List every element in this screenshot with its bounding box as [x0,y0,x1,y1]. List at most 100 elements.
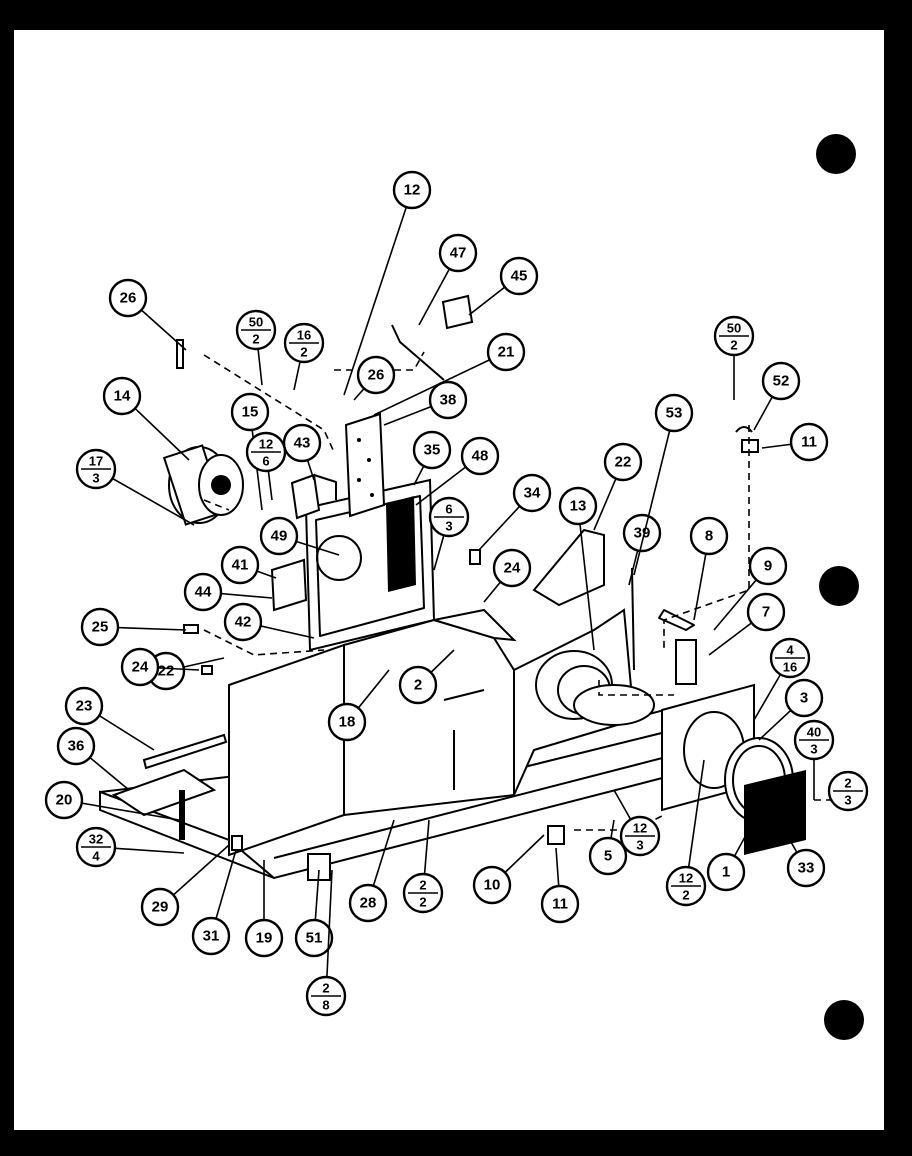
callout-c8: 8 [689,516,729,621]
fraction-top: 12 [679,871,693,886]
callout-label: 23 [76,698,93,715]
callout-circle [327,702,367,742]
callout-c48: 48 [415,436,500,506]
fraction-bottom: 2 [419,895,426,910]
callout-c1: 1 [706,819,755,892]
callout-circle [486,332,526,372]
fraction-callout-f12_2: 122 [665,759,707,907]
callout-circle [706,852,746,892]
callout-label: 42 [235,614,252,631]
fraction-top: 6 [445,502,452,517]
fraction-bottom: 2 [682,888,689,903]
fraction-bottom: 3 [810,742,817,757]
callout-circle [80,607,120,647]
callout-circle [223,602,263,642]
fraction-top: 40 [807,725,821,740]
fraction-top: 2 [419,878,426,893]
fraction-callout-f2_8: 28 [305,869,347,1017]
callout-circle [294,918,334,958]
callout-c39: 39 [622,513,662,586]
callout-circle [460,436,500,476]
binder-hole-bottom [824,1000,864,1040]
callout-c52: 52 [753,361,801,431]
fraction-top: 50 [249,315,263,330]
callout-label: 35 [424,442,441,459]
callout-label: 43 [294,435,311,452]
callout-c53: 53 [633,393,694,576]
callout-label: 47 [450,245,467,262]
callout-c11b: 11 [540,847,580,924]
callout-circle [64,686,104,726]
callout-label: 28 [360,895,377,912]
fraction-callout-f16: 162 [283,322,325,391]
leader-line [633,412,675,576]
callout-label: 34 [524,485,541,502]
callout-circle [761,361,801,401]
callout-label: 10 [484,877,501,894]
page-number: 22 [76,1142,90,1156]
fan-motor [162,444,244,526]
callout-c33: 33 [783,829,826,888]
callout-c3: 3 [758,678,824,741]
callout-label: 24 [504,560,521,577]
callout-label: 53 [666,405,683,422]
fraction-top: 32 [89,832,103,847]
callout-label: 11 [801,434,817,451]
bracket [290,473,337,520]
fraction-callout-f2_2: 22 [402,819,444,914]
callout-circle [348,883,388,923]
callout-circle [558,486,598,526]
callout-c38: 38 [383,380,468,426]
callout-label: 38 [440,392,457,409]
callout-c35: 35 [412,430,452,486]
callout-c25: 25 [80,607,187,647]
coil-block [386,496,416,592]
leader-line [685,759,705,887]
callout-c51: 51 [294,869,334,958]
callout-c34: 34 [478,473,552,551]
callout-c10: 10 [472,834,545,905]
callout-c45: 45 [468,256,539,316]
callout-label: 21 [498,344,515,361]
callout-circle [259,516,299,556]
leader-line [577,505,595,651]
callout-label: 29 [152,899,169,916]
callout-circle [472,865,512,905]
callout-circle [512,473,552,513]
callout-c22a: 22 [593,442,643,531]
callout-c14: 14 [102,376,190,461]
callout-label: 9 [764,558,772,575]
callout-c23: 23 [64,686,155,751]
fraction-bottom: 6 [262,454,269,469]
callout-circle [220,545,260,585]
fraction-top: 2 [322,981,329,996]
callout-label: 13 [570,498,587,515]
binder-hole-middle [819,566,859,606]
callout-circle [230,392,270,432]
callout-label: 48 [472,448,489,465]
blower-wheel [535,650,655,726]
callout-circle [654,393,694,433]
callout-label: 36 [68,738,85,755]
callout-label: 3 [800,690,808,707]
exploded-view-drawing: 1235789101111121314151819202122222324242… [44,134,869,1040]
leader-line [63,799,180,821]
fraction-callout-f2_3: 23 [827,770,869,812]
callout-c47: 47 [418,233,478,326]
callout-label: 15 [242,404,259,421]
grille [744,770,806,855]
callout-label: 22 [615,454,632,471]
insulation-pad [270,558,308,612]
fraction-bottom: 2 [252,332,259,347]
callout-label: 18 [339,714,356,731]
callout-circle [44,780,84,820]
fraction-top: 16 [297,328,311,343]
fraction-bottom: 3 [636,838,643,853]
callout-label: 25 [92,619,109,636]
fraction-callout-f12_6: 126 [245,431,287,501]
callout-circle [428,380,468,420]
callout-circle [746,592,786,632]
fraction-bottom: 4 [92,849,100,864]
callout-c13: 13 [558,486,598,651]
callout-circle [392,170,432,210]
